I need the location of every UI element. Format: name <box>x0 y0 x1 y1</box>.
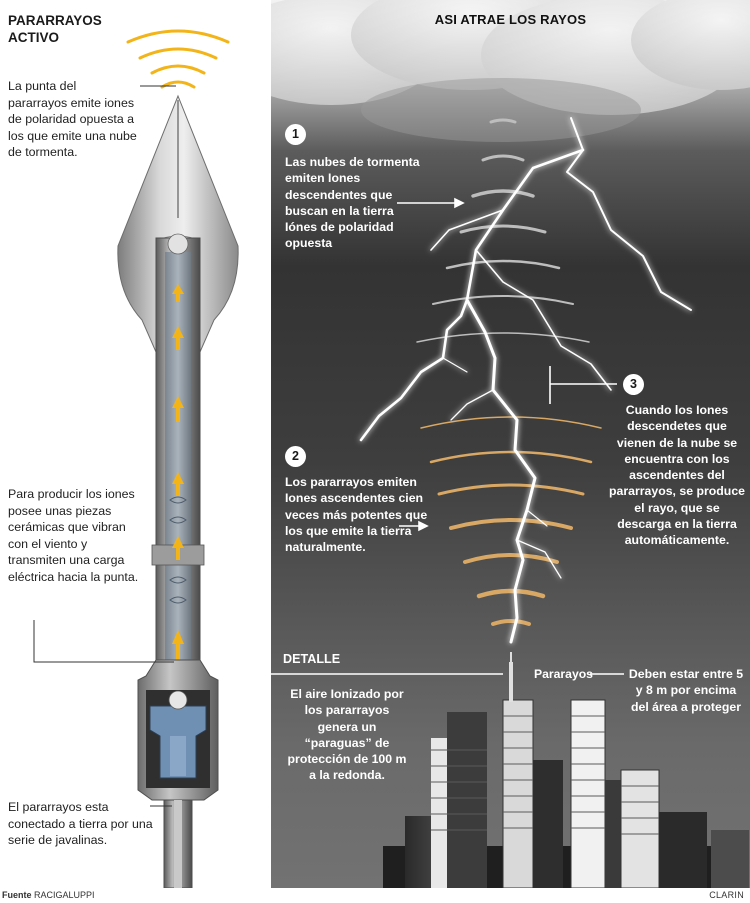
tip-description: La punta del pararrayos emite iones de p… <box>8 79 137 159</box>
lightning-attraction-panel: ASI ATRAE LOS RAYOS 1 Las nubes de torme… <box>271 0 750 888</box>
step-3-badge: 3 <box>623 374 644 395</box>
detail-text: El aire Ionizado por los pararrayos gene… <box>287 687 407 783</box>
ion-flow-arrows <box>172 284 184 664</box>
tip-emission-waves <box>126 29 230 89</box>
lightning-bolt <box>359 117 692 644</box>
right-panel-title: ASI ATRAE LOS RAYOS <box>434 12 587 27</box>
ceramic-pieces <box>169 496 187 604</box>
descending-ion-waves <box>416 118 590 343</box>
step-2-badge: 2 <box>285 446 306 467</box>
height-requirement-text: Deben estar entre 5 y 8 m por encima del… <box>628 667 744 714</box>
step-2-text: Los pararrayos emiten Iones ascendentes … <box>285 475 428 555</box>
step-1-text: Las nubes de tormenta emiten Iones desce… <box>285 155 420 251</box>
leader-lines <box>33 85 176 807</box>
storm-clouds <box>271 0 750 142</box>
lightning-rod-illustration <box>33 29 239 888</box>
left-panel-title: PARARRAYOS ACTIVO <box>8 13 102 45</box>
active-lightning-rod-panel: PARARRAYOS ACTIVO La punta del pararrayo… <box>0 0 268 888</box>
ceramic-description: Para producir los iones posee unas pieza… <box>8 487 139 584</box>
step-1-badge: 1 <box>285 124 306 145</box>
rod-label: Pararayos <box>534 667 593 681</box>
source-name: RACIGALUPPI <box>34 890 95 900</box>
source-credit: Fuente RACIGALUPPI <box>2 890 95 900</box>
ground-description: El pararrayos esta conectado a tierra po… <box>8 800 153 847</box>
footer: Fuente RACIGALUPPI CLARIN <box>0 889 750 903</box>
detail-label: DETALLE <box>283 652 341 666</box>
storm-scene-illustration <box>271 0 750 888</box>
pointer-arrows <box>271 197 624 675</box>
source-label: Fuente <box>2 890 32 900</box>
ascending-ion-waves <box>420 416 602 626</box>
city-skyline <box>383 662 749 888</box>
step-3-text: Cuando los Iones descendetes que vienen … <box>608 403 745 548</box>
publisher-brand: CLARIN <box>709 890 744 900</box>
